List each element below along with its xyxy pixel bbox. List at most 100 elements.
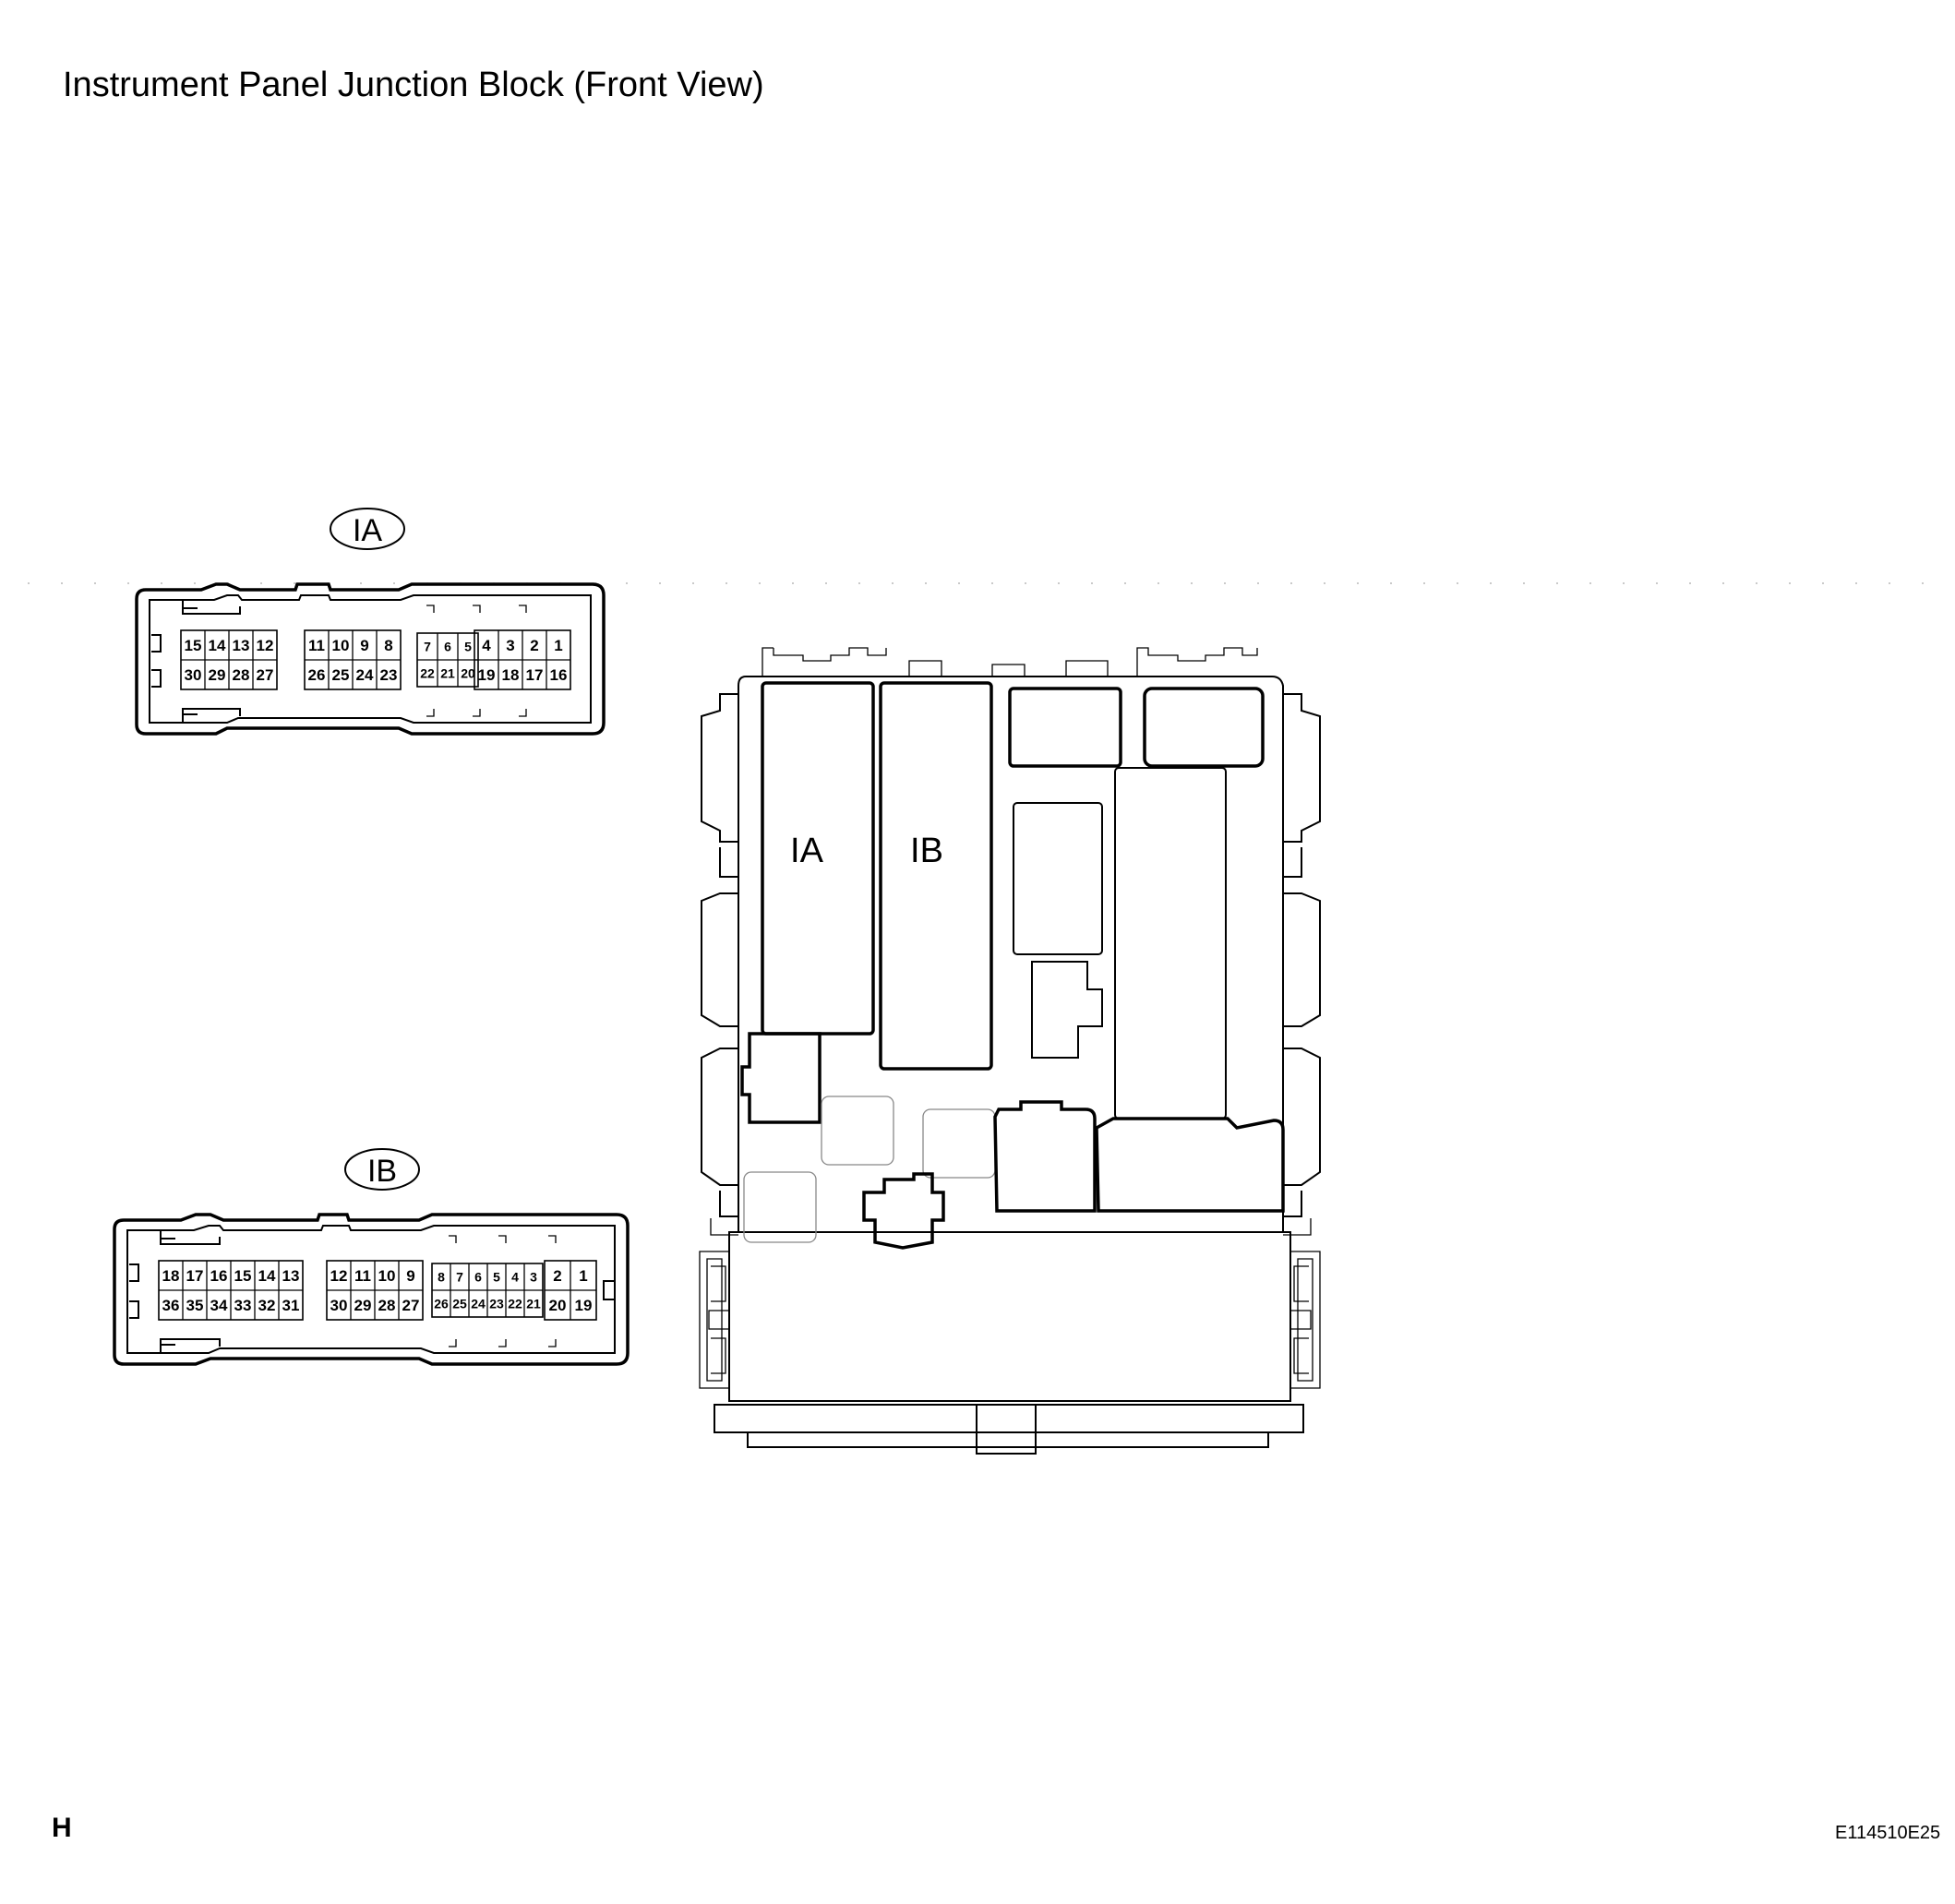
connector-ib-pin: 36 [162, 1297, 180, 1314]
connector-ib-key-right [603, 1280, 615, 1300]
connector-ib-pin: 27 [402, 1297, 420, 1314]
connector-ib-ticks-bottom [449, 1339, 557, 1347]
connector-ib-pin: 22 [508, 1297, 522, 1311]
connector-ib-pin: 28 [378, 1297, 396, 1314]
connector-lower-left [740, 1032, 822, 1124]
connector-ia-ticks-bottom [426, 709, 527, 717]
connector-ib-pin: 20 [549, 1297, 567, 1314]
connector-ia-pin: 6 [444, 640, 451, 654]
connector-ib-pin: 14 [258, 1267, 276, 1285]
connector-ia-pin: 14 [209, 637, 226, 654]
connector-ia-latch-bottom [182, 708, 241, 722]
connector-ia-pin: 18 [502, 666, 520, 684]
connector-ia-housing [135, 582, 606, 736]
connector-ib-pin: 35 [186, 1297, 204, 1314]
connector-ib-pin: 30 [330, 1297, 348, 1314]
connector-ia-pin: 19 [478, 666, 496, 684]
connector-ib-pin: 5 [493, 1270, 500, 1285]
connector-ia-pin: 11 [308, 637, 325, 654]
connector-ib-pin: 23 [489, 1297, 504, 1311]
connector-ia-pin: 15 [185, 637, 202, 654]
base-outline [728, 1231, 1291, 1402]
connector-ib-pin: 24 [471, 1297, 486, 1311]
light-box-3 [743, 1171, 817, 1243]
connector-ib-latch-bottom [160, 1338, 221, 1352]
junction-block-ib-socket [879, 681, 993, 1071]
connector-ib-latch-top [160, 1231, 221, 1245]
connector-ia-pin: 4 [482, 637, 491, 654]
connector-ia-pin: 30 [185, 666, 202, 684]
connector-ia-pin: 17 [526, 666, 544, 684]
connector-ia-pin: 10 [332, 637, 350, 654]
base-foot [714, 1404, 1304, 1455]
connector-ia-tag-ellipse [330, 508, 405, 550]
connector-bottom-small [862, 1172, 945, 1250]
relay-upper-2 [1143, 687, 1265, 768]
module-tall-right [1114, 767, 1227, 1120]
connector-ib-pin: 18 [162, 1267, 180, 1285]
connector-ia-pin: 13 [233, 637, 250, 654]
connector-ib-pin: 13 [282, 1267, 300, 1285]
page-title: Instrument Panel Junction Block (Front V… [63, 66, 764, 104]
connector-ib-pin: 15 [234, 1267, 252, 1285]
connector-ib-pin: 12 [330, 1267, 348, 1285]
connector-ib-pin: 11 [354, 1267, 371, 1285]
connector-ia-pin: 26 [308, 666, 326, 684]
connector-ia-pin: 20 [461, 666, 475, 681]
connector-ia-pin: 5 [464, 640, 472, 654]
connector-ia-pin: 25 [332, 666, 350, 684]
right-lower-clips [1290, 1251, 1321, 1389]
connector-ia-pin: 28 [233, 666, 250, 684]
connector-ib-key-lower [129, 1300, 139, 1319]
connector-ib-pin: 8 [438, 1270, 445, 1285]
right-side-housings [1283, 693, 1321, 1217]
connector-ib-pin: 9 [406, 1267, 414, 1285]
connector-ia-tag: IA [353, 513, 382, 548]
connector-ia-pin: 8 [384, 637, 392, 654]
light-box-2 [922, 1108, 996, 1179]
connector-ib-pin: 32 [258, 1297, 276, 1314]
junction-block-ia-label: IA [790, 832, 824, 870]
side-steps [710, 1218, 1312, 1236]
connector-ib-pin: 19 [575, 1297, 593, 1314]
connector-ia-pin: 24 [356, 666, 374, 684]
left-side-housings [701, 693, 738, 1217]
connector-ib-pin: 6 [474, 1270, 482, 1285]
connector-ib-pin: 2 [553, 1267, 561, 1285]
connector-ib-tag-ellipse [344, 1148, 420, 1191]
junction-block-body: IA IB [699, 647, 1321, 1455]
top-tabs [762, 647, 1258, 677]
connector-ia-inner [149, 594, 592, 724]
footer-figure-code: E114510E25 [1835, 1823, 1940, 1843]
light-box-1 [821, 1096, 894, 1166]
connector-ib-tag: IB [367, 1154, 397, 1189]
connector-ia-key-lower [151, 669, 162, 688]
footer-left-marker: H [52, 1813, 72, 1843]
connector-ib-pin: 16 [210, 1267, 228, 1285]
connector-ib-ticks-top [449, 1235, 557, 1243]
connector-ib-key-upper [129, 1263, 139, 1282]
connector-ia-pin: 12 [257, 637, 274, 654]
connector-ia-pin: 2 [530, 637, 538, 654]
connector-ia-pin: 9 [360, 637, 368, 654]
connector-ib-pin: 31 [282, 1297, 300, 1314]
connector-ib-pin: 10 [378, 1267, 396, 1285]
connector-ib-pin: 4 [511, 1270, 519, 1285]
left-lower-clips [699, 1251, 729, 1389]
connector-ia-pin: 7 [424, 640, 431, 654]
connector-ia-pin: 29 [209, 666, 226, 684]
connector-ia-pin: 1 [554, 637, 562, 654]
connector-ib-inner [126, 1225, 616, 1354]
relay-upper-1 [1008, 687, 1122, 768]
connector-ia-ticks-top [426, 605, 527, 613]
connector-lower-right [1095, 1117, 1285, 1213]
connector-ia-key-upper [151, 634, 162, 653]
connector-ib-pin: 17 [186, 1267, 204, 1285]
connector-ib-pin: 21 [526, 1297, 541, 1311]
connector-ib-pin: 25 [452, 1297, 467, 1311]
connector-ia-pin: 21 [440, 666, 455, 681]
